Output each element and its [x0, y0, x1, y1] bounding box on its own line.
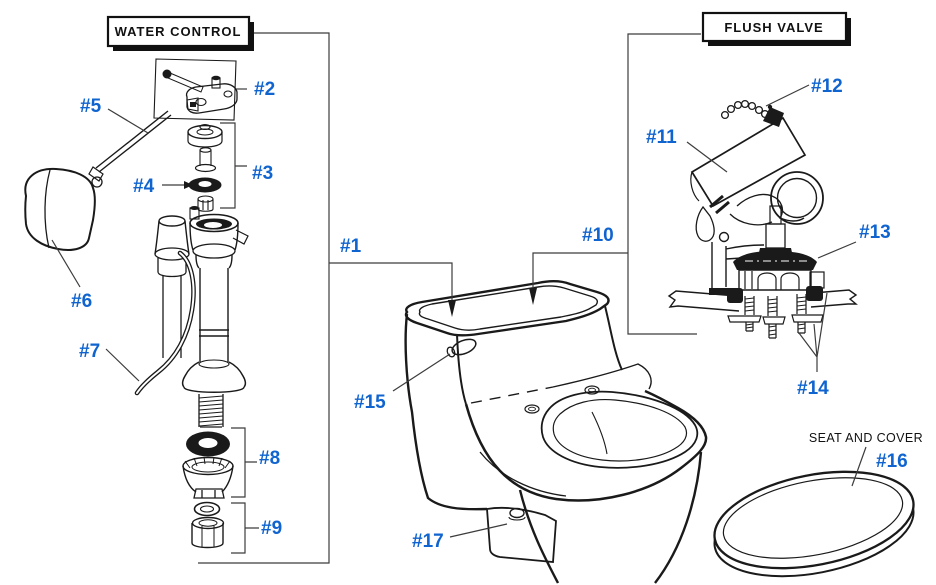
callout-15-label[interactable]: #15: [354, 392, 386, 413]
callout-1-arrow: [329, 262, 456, 317]
callout-3-bracket: [220, 122, 247, 209]
callout-17-label[interactable]: #17: [412, 531, 444, 552]
callout-13-label[interactable]: #13: [859, 222, 891, 243]
callout-14-label[interactable]: #14: [797, 378, 829, 399]
water-control-bracket: [198, 32, 330, 564]
seat-and-cover-label: SEAT AND COVER: [809, 431, 923, 445]
water-control-title: WATER CONTROL: [115, 24, 242, 39]
water-control-title-box: WATER CONTROL: [106, 15, 254, 51]
callout-7-line: [105, 348, 140, 382]
callout-6-line: [51, 239, 81, 288]
callout-lines: [51, 84, 867, 554]
flush-valve-assembly-drawing: [667, 99, 858, 339]
callout-7-label[interactable]: #7: [79, 341, 100, 362]
callout-8-bracket: [231, 427, 257, 498]
callout-16-line: [851, 446, 867, 487]
callout-11-line: [686, 141, 728, 173]
callout-1-label[interactable]: #1: [340, 236, 362, 257]
callout-9-bracket: [231, 502, 259, 554]
callout-5-label[interactable]: #5: [80, 96, 102, 117]
callout-10-arrow: [529, 252, 628, 305]
callout-10-label[interactable]: #10: [582, 225, 614, 246]
callout-16-label[interactable]: #16: [876, 451, 908, 472]
callout-4-arrow: [162, 181, 193, 189]
callout-4-label[interactable]: #4: [133, 176, 155, 197]
callout-17-line: [449, 523, 508, 538]
callout-6-label[interactable]: #6: [71, 291, 92, 312]
callout-12-line: [765, 84, 810, 107]
flush-valve-title-box: FLUSH VALVE: [701, 11, 851, 46]
seat-and-cover-drawing: [713, 470, 915, 578]
callout-9-label[interactable]: #9: [261, 518, 282, 539]
callout-14-fan: [798, 292, 828, 372]
toilet-drawing: [404, 280, 708, 584]
flush-valve-title: FLUSH VALVE: [724, 20, 823, 35]
callout-11-label[interactable]: #11: [646, 127, 677, 148]
callout-15-line: [392, 353, 451, 392]
flush-valve-bracket: [627, 33, 701, 335]
callout-8-label[interactable]: #8: [259, 448, 280, 469]
water-control-assembly-drawing: [24, 58, 249, 549]
callout-12-label[interactable]: #12: [811, 76, 843, 97]
callout-2-label[interactable]: #2: [254, 79, 275, 100]
callout-5-line: [107, 108, 149, 134]
callout-3-label[interactable]: #3: [252, 163, 273, 184]
callout-13-line: [817, 241, 857, 259]
